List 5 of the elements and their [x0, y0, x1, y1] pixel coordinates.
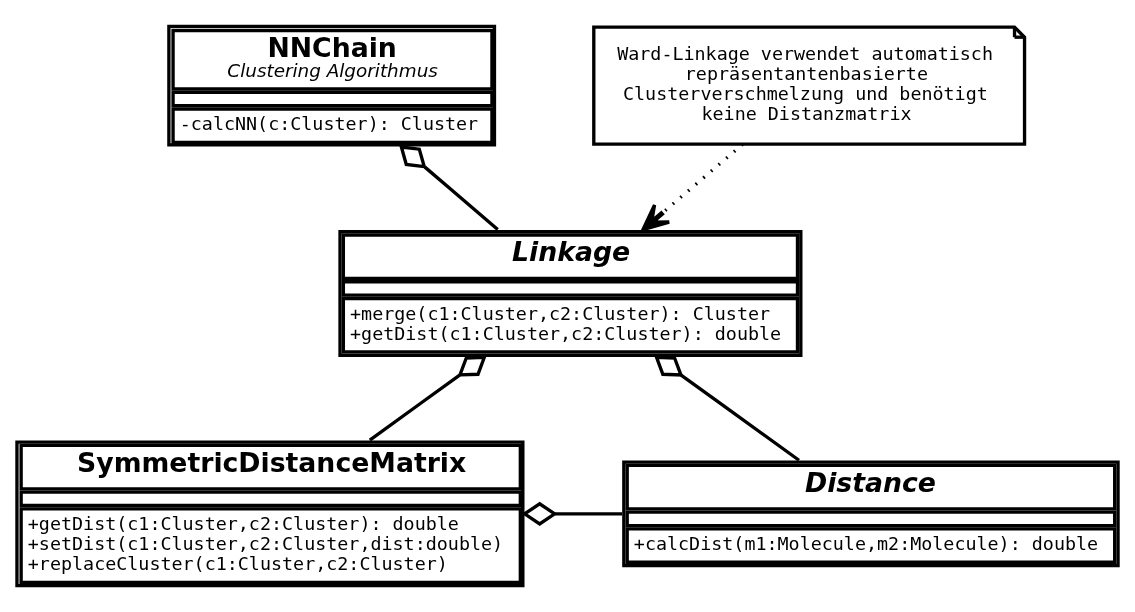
connector	[399, 145, 499, 231]
connector	[521, 501, 623, 526]
connector	[654, 355, 800, 462]
arrow	[641, 143, 744, 232]
connector	[368, 355, 487, 442]
